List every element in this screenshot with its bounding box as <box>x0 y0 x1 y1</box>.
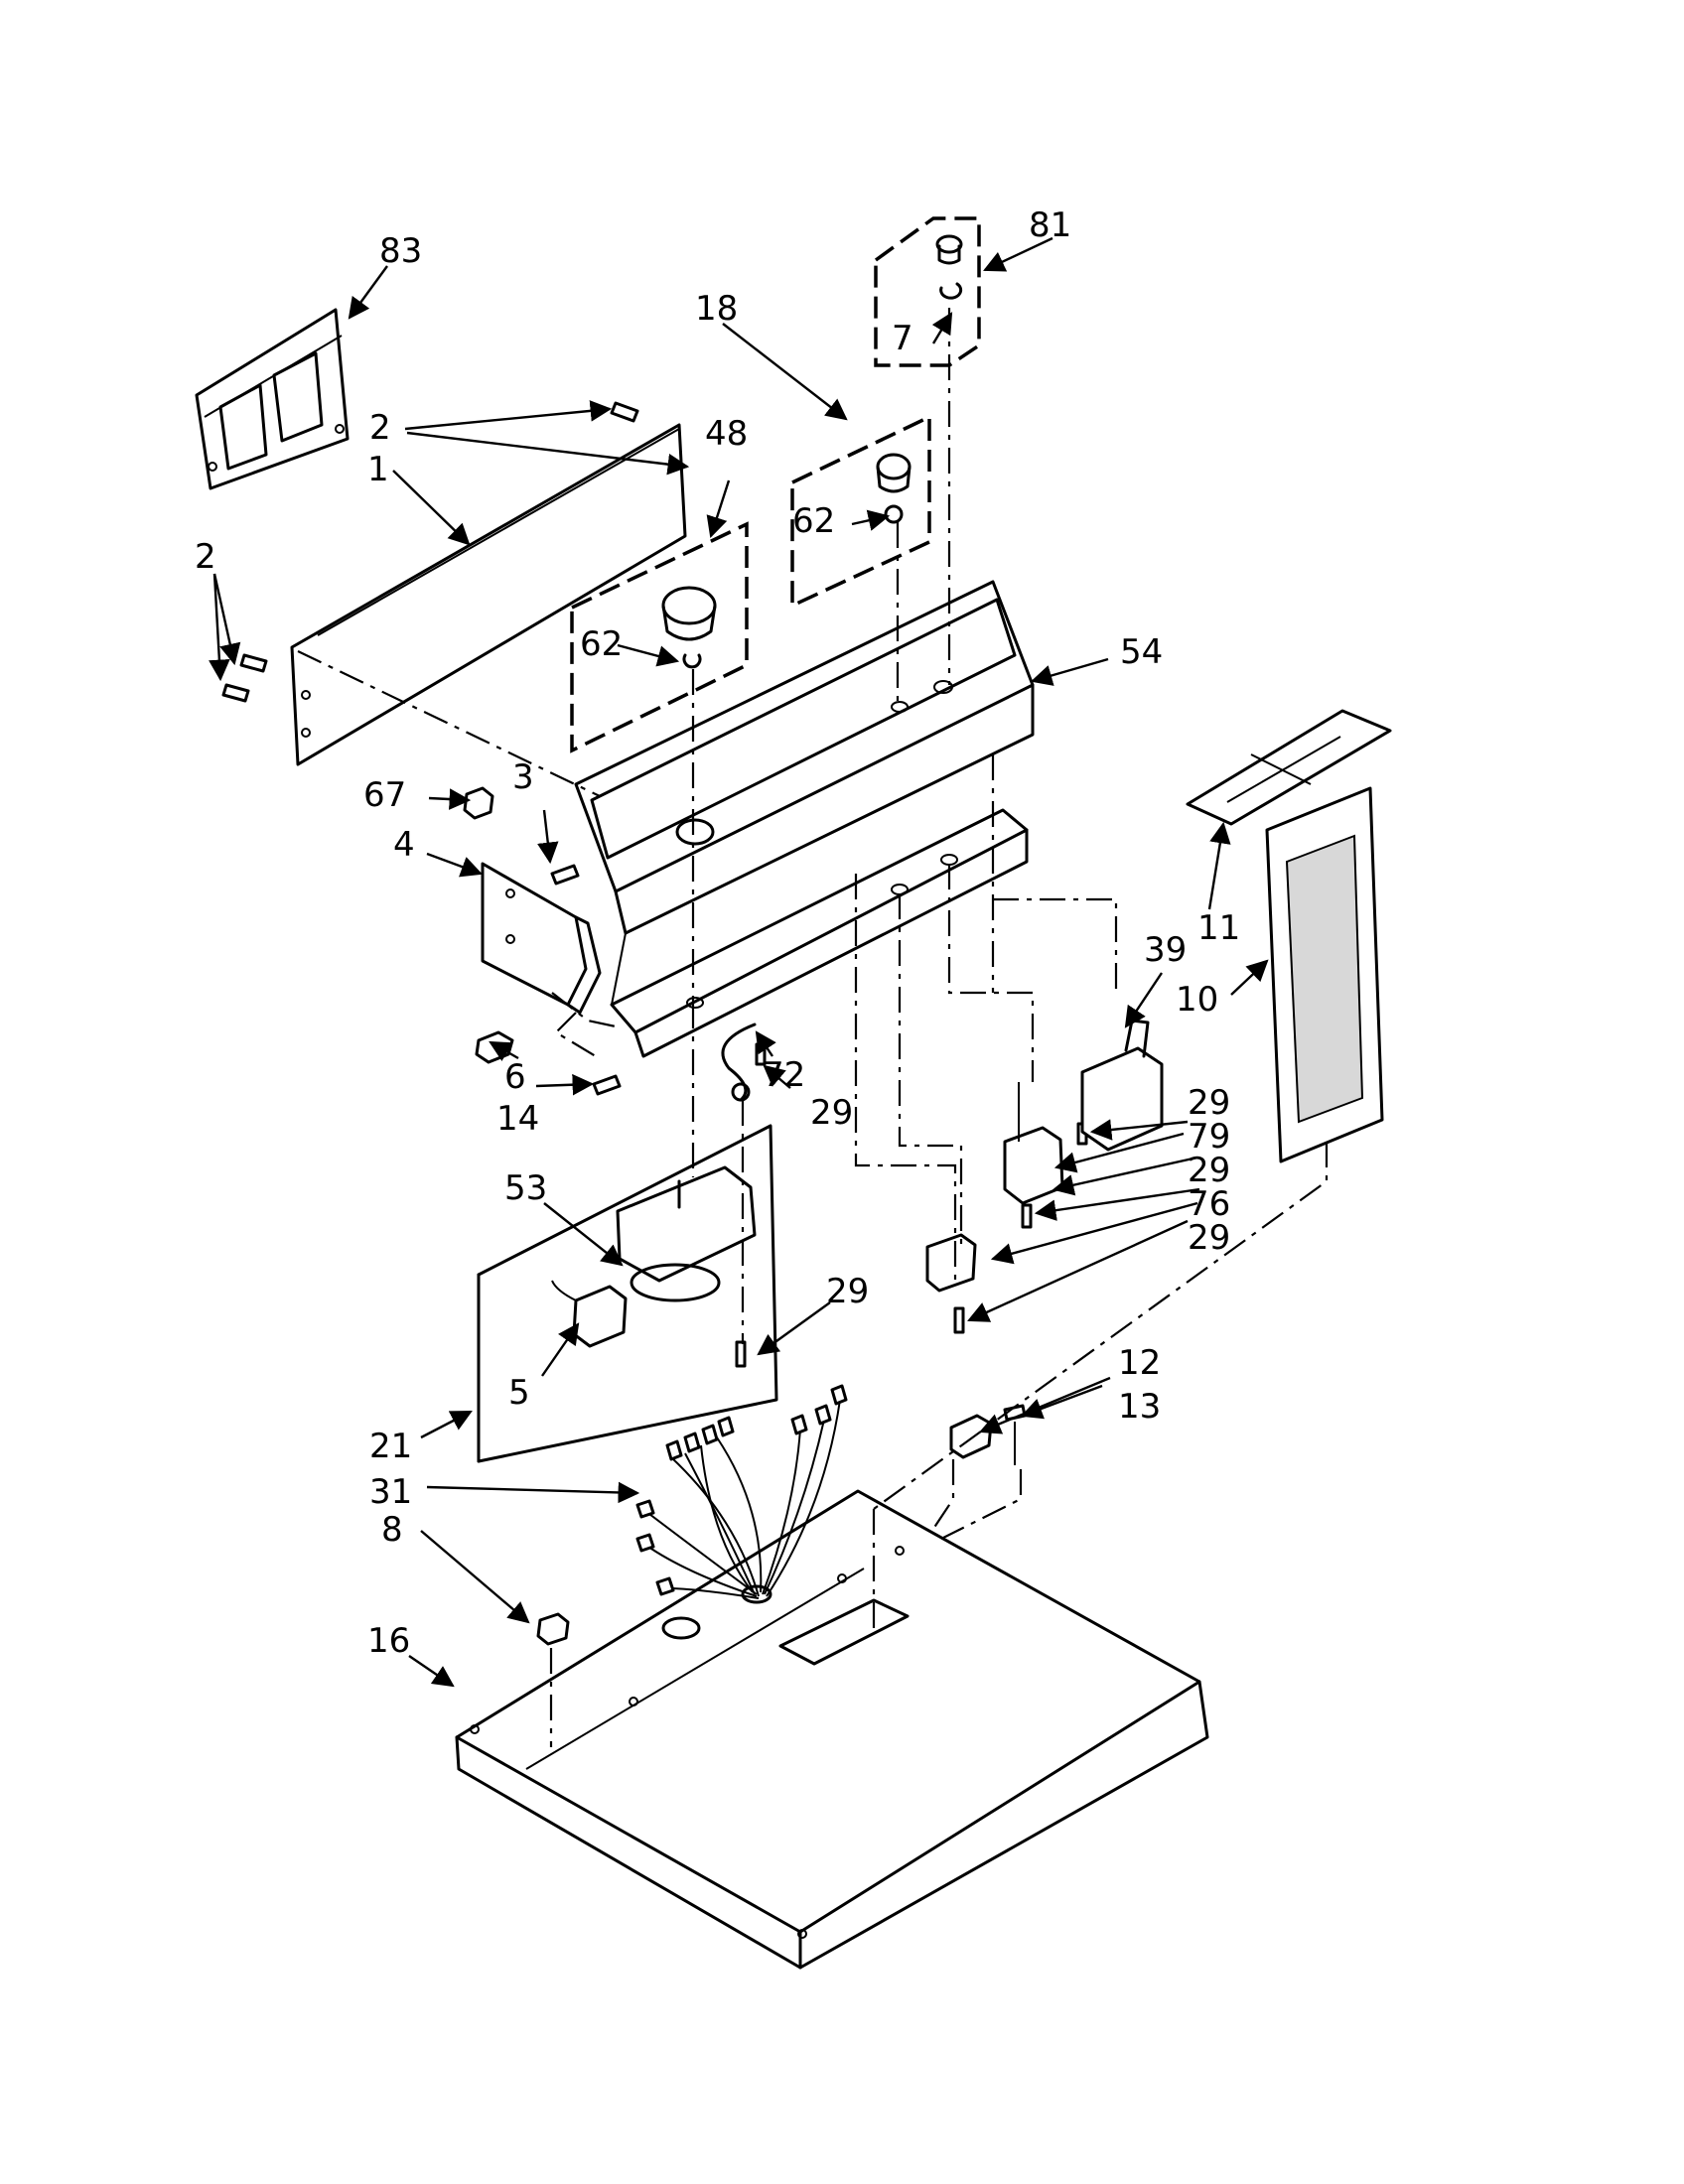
label-62-right: 62 <box>792 501 835 541</box>
label-2-top: 2 <box>369 408 391 448</box>
label-29-b: 29 <box>1188 1083 1230 1123</box>
label-16: 16 <box>367 1621 410 1661</box>
part-79-switch <box>1003 1082 1064 1205</box>
label-76: 76 <box>1188 1184 1230 1224</box>
part-76-switch <box>925 1233 977 1293</box>
label-21: 21 <box>369 1427 412 1466</box>
label-2-left: 2 <box>195 537 216 577</box>
part-labels: 83 81 18 7 2 1 48 62 62 2 54 67 3 4 11 3… <box>195 205 1240 1661</box>
part-16-base <box>455 1489 1209 1970</box>
label-72: 72 <box>763 1055 805 1095</box>
label-29-d: 29 <box>1188 1218 1230 1258</box>
part-48-group <box>570 521 749 753</box>
label-48: 48 <box>705 414 748 454</box>
label-5: 5 <box>508 1373 530 1413</box>
part-54-console <box>574 580 1035 1058</box>
screws-2 <box>221 401 639 703</box>
label-81: 81 <box>1029 205 1071 245</box>
label-14: 14 <box>496 1099 539 1139</box>
part-39-switch <box>1080 1019 1164 1152</box>
part-83-bracket <box>195 308 350 490</box>
label-1: 1 <box>367 450 389 489</box>
part-1-panel <box>290 423 687 766</box>
label-13: 13 <box>1118 1387 1161 1427</box>
label-83: 83 <box>379 231 422 271</box>
part-10-filter <box>1265 786 1384 1163</box>
label-7: 7 <box>892 319 913 358</box>
label-4: 4 <box>393 825 415 865</box>
alignment-lines <box>297 308 1329 1747</box>
part-21-group <box>477 1124 778 1463</box>
label-3: 3 <box>512 757 534 797</box>
label-8: 8 <box>381 1510 403 1550</box>
label-29-e: 29 <box>826 1272 869 1311</box>
label-53: 53 <box>504 1168 547 1208</box>
label-12: 12 <box>1118 1343 1161 1383</box>
part-8-plug <box>536 1612 570 1646</box>
label-6: 6 <box>504 1057 526 1097</box>
label-29-a: 29 <box>810 1093 853 1133</box>
label-11: 11 <box>1197 908 1240 948</box>
part-4-endcap <box>463 786 622 1096</box>
label-54: 54 <box>1120 632 1163 672</box>
label-18: 18 <box>695 289 738 329</box>
label-29-c: 29 <box>1188 1151 1230 1190</box>
label-31: 31 <box>369 1472 412 1512</box>
leader-arrows <box>209 236 1269 1688</box>
part-31-harness <box>635 1384 848 1604</box>
label-67: 67 <box>363 775 406 815</box>
label-39: 39 <box>1144 930 1187 970</box>
label-79: 79 <box>1188 1117 1230 1157</box>
part-18-group <box>790 414 931 609</box>
part-11-lid <box>1186 709 1392 826</box>
label-10: 10 <box>1176 980 1218 1020</box>
label-62-left: 62 <box>580 624 623 664</box>
part-12-13 <box>949 1404 1027 1465</box>
part-81-group <box>874 216 981 367</box>
